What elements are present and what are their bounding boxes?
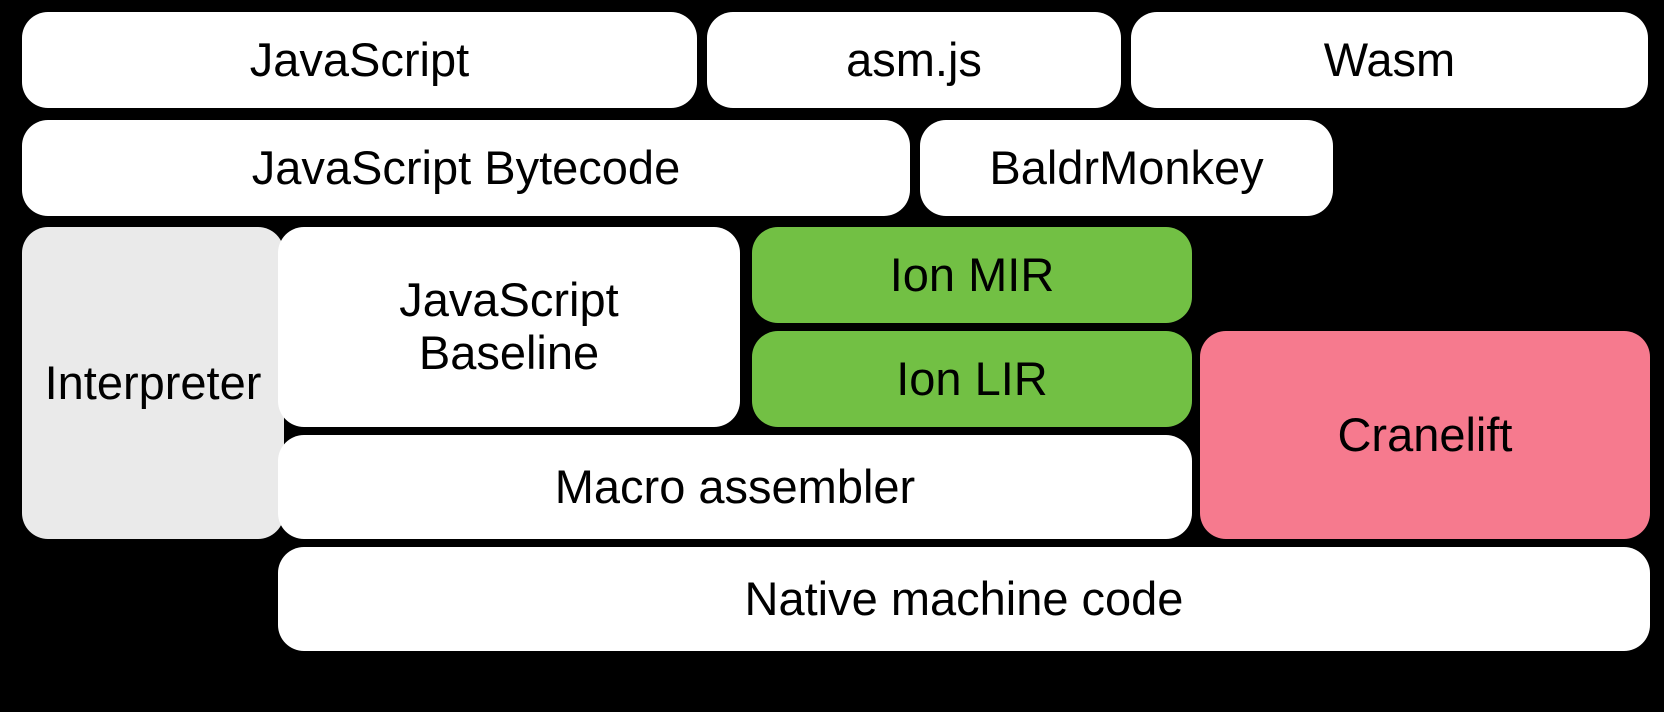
node-interpreter[interactable]: Interpreter xyxy=(22,227,284,539)
node-ion-mir[interactable]: Ion MIR xyxy=(752,227,1192,323)
node-wasm[interactable]: Wasm xyxy=(1131,12,1648,108)
node-javascript-baseline[interactable]: JavaScript Baseline xyxy=(278,227,740,427)
node-javascript[interactable]: JavaScript xyxy=(22,12,697,108)
node-javascript-bytecode[interactable]: JavaScript Bytecode xyxy=(22,120,910,216)
node-ion-lir[interactable]: Ion LIR xyxy=(752,331,1192,427)
node-baldrmonkey[interactable]: BaldrMonkey xyxy=(920,120,1333,216)
node-macro-assembler[interactable]: Macro assembler xyxy=(278,435,1192,539)
node-native-machine-code[interactable]: Native machine code xyxy=(278,547,1650,651)
node-cranelift[interactable]: Cranelift xyxy=(1200,331,1650,539)
node-asm-js[interactable]: asm.js xyxy=(707,12,1121,108)
